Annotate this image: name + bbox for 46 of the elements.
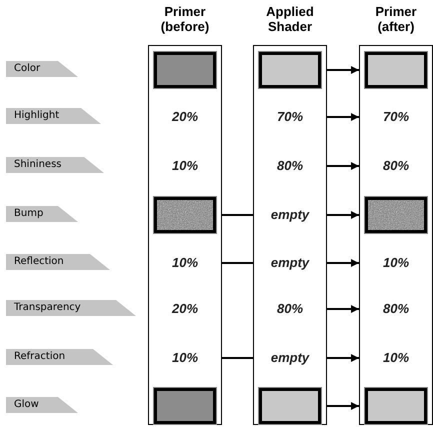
row-tab: Glow [6, 397, 78, 413]
value-text: 70% [360, 108, 432, 126]
arrow [327, 259, 359, 267]
arrow [327, 113, 359, 121]
bump-texture [154, 197, 216, 233]
arrow [327, 305, 359, 313]
value-text: 80% [360, 157, 432, 175]
arrow [327, 354, 359, 362]
value-text: 70% [254, 108, 326, 126]
value-text: 10% [360, 254, 432, 272]
color-swatch [154, 52, 216, 88]
color-swatch [259, 388, 321, 424]
row-tab: Transparency [6, 300, 136, 316]
value-text: 80% [254, 157, 326, 175]
row-tab: Bump [6, 206, 78, 222]
column-heading: Primer (after) [374, 4, 418, 34]
arrow [327, 66, 359, 74]
arrow [327, 162, 359, 170]
row-tab: Color [6, 61, 78, 77]
value-text: empty [254, 254, 326, 272]
column-heading: Applied Shader [265, 4, 315, 34]
value-text: 20% [149, 300, 221, 318]
connector-line [222, 214, 253, 216]
column-heading: Primer (before) [160, 4, 210, 34]
color-swatch [365, 52, 427, 88]
value-text: 10% [149, 157, 221, 175]
value-text: 10% [149, 349, 221, 367]
color-swatch [154, 388, 216, 424]
row-tab: Shininess [6, 157, 104, 173]
bump-texture [365, 197, 427, 233]
row-tab: Highlight [6, 108, 101, 124]
color-swatch [259, 52, 321, 88]
value-text: 80% [360, 300, 432, 318]
row-tab: Reflection [6, 254, 110, 270]
connector-line [222, 262, 253, 264]
arrow [327, 211, 359, 219]
color-swatch [365, 388, 427, 424]
row-tab: Refraction [6, 349, 113, 365]
value-text: empty [254, 349, 326, 367]
value-text: empty [254, 206, 326, 224]
connector-line [222, 357, 253, 359]
arrow [327, 402, 359, 410]
value-text: 10% [149, 254, 221, 272]
value-text: 20% [149, 108, 221, 126]
value-text: 80% [254, 300, 326, 318]
value-text: 10% [360, 349, 432, 367]
